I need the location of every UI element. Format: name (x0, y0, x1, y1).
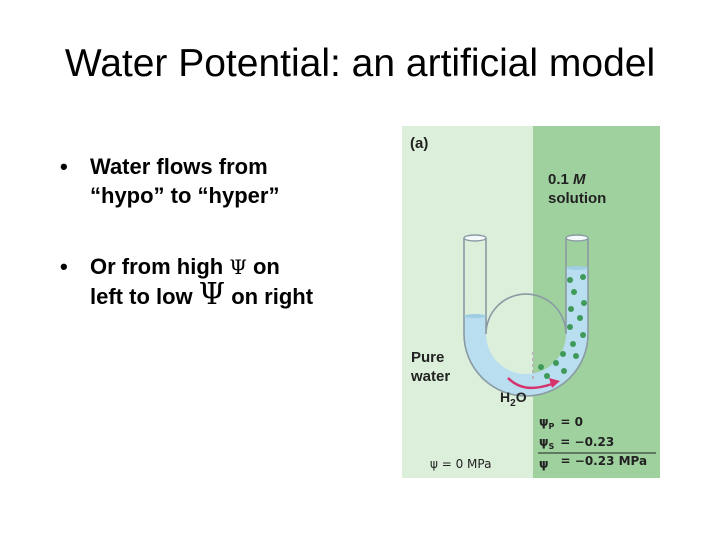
solute-particles (538, 274, 587, 379)
slide-title: Water Potential: an artificial model (64, 42, 656, 85)
solute-particle (544, 373, 550, 379)
solute-particle (571, 289, 577, 295)
bullet-line: Water flows from (90, 154, 268, 179)
solute-potential: ψS= −0.23 (539, 435, 614, 451)
solute-particle (580, 332, 586, 338)
left-water-potential: ψ = 0 MPa (430, 457, 491, 471)
bullet-list: • Water flows from “hypo” to “hyper” • O… (58, 152, 388, 311)
solute-particle (577, 315, 583, 321)
solute-particle (580, 274, 586, 280)
solute-particle (568, 306, 574, 312)
solute-particle (538, 364, 544, 370)
solute-particle (570, 341, 576, 347)
bullet-text: Or from high (90, 254, 230, 279)
concentration-unit: M (573, 171, 586, 188)
pure-water-label-line1: Pure (411, 349, 444, 366)
bullet-line: “hypo” to “hyper” (90, 183, 280, 208)
bullet-marker: • (60, 254, 68, 279)
bullet-text: on (246, 254, 280, 279)
solute-particle (560, 351, 566, 357)
pressure-potential: ψP= 0 (539, 415, 583, 431)
u-tube-glass (463, 238, 589, 397)
total-water-potential: ψ= −0.23 MPa (539, 454, 647, 471)
left-water-surface (464, 314, 486, 318)
bullet-text: on right (225, 284, 314, 309)
bullet-line: left to low Ψ on right (90, 280, 388, 311)
water-flow-arrowhead (549, 378, 560, 388)
right-water-surface (566, 266, 588, 270)
h2o-label: H2O (500, 389, 527, 409)
panel-label: (a) (410, 135, 428, 152)
bullet-marker: • (60, 154, 68, 179)
bullet-text: left to low (90, 284, 199, 309)
solute-particle (567, 324, 573, 330)
h2o-o: O (516, 389, 527, 405)
bullet-line: Or from high Ψ on (90, 252, 388, 282)
psi-symbol: Ψ (229, 255, 247, 279)
pure-water-label-line2: water (410, 368, 450, 385)
solute-particle (581, 300, 587, 306)
solute-particle (561, 368, 567, 374)
solute-particle (553, 360, 559, 366)
solute-particle (567, 277, 573, 283)
solution-concentration-label: 0.1 M (548, 171, 586, 188)
bullet-psi-gradient: • Or from high Ψ on left to low Ψ on rig… (58, 252, 388, 311)
u-tube-figure: (a) 0.1 M solution Pure water H2O ψ = 0 … (402, 126, 660, 478)
h2o-subscript: 2 (510, 398, 516, 409)
solution-label: solution (548, 190, 606, 207)
right-tube-opening (565, 234, 589, 242)
bullet-flow-direction: • Water flows from “hypo” to “hyper” (58, 152, 388, 210)
left-panel-bg (402, 126, 533, 478)
u-tube-diagram: (a) 0.1 M solution Pure water H2O ψ = 0 … (402, 126, 660, 478)
water-flow-arrow (507, 377, 553, 390)
left-tube-opening (463, 234, 487, 242)
concentration-value: 0.1 (548, 171, 569, 188)
solute-particle (573, 353, 579, 359)
h2o-h: H (500, 389, 510, 405)
right-panel-bg (533, 126, 660, 478)
psi-symbol: Ψ (198, 277, 226, 312)
